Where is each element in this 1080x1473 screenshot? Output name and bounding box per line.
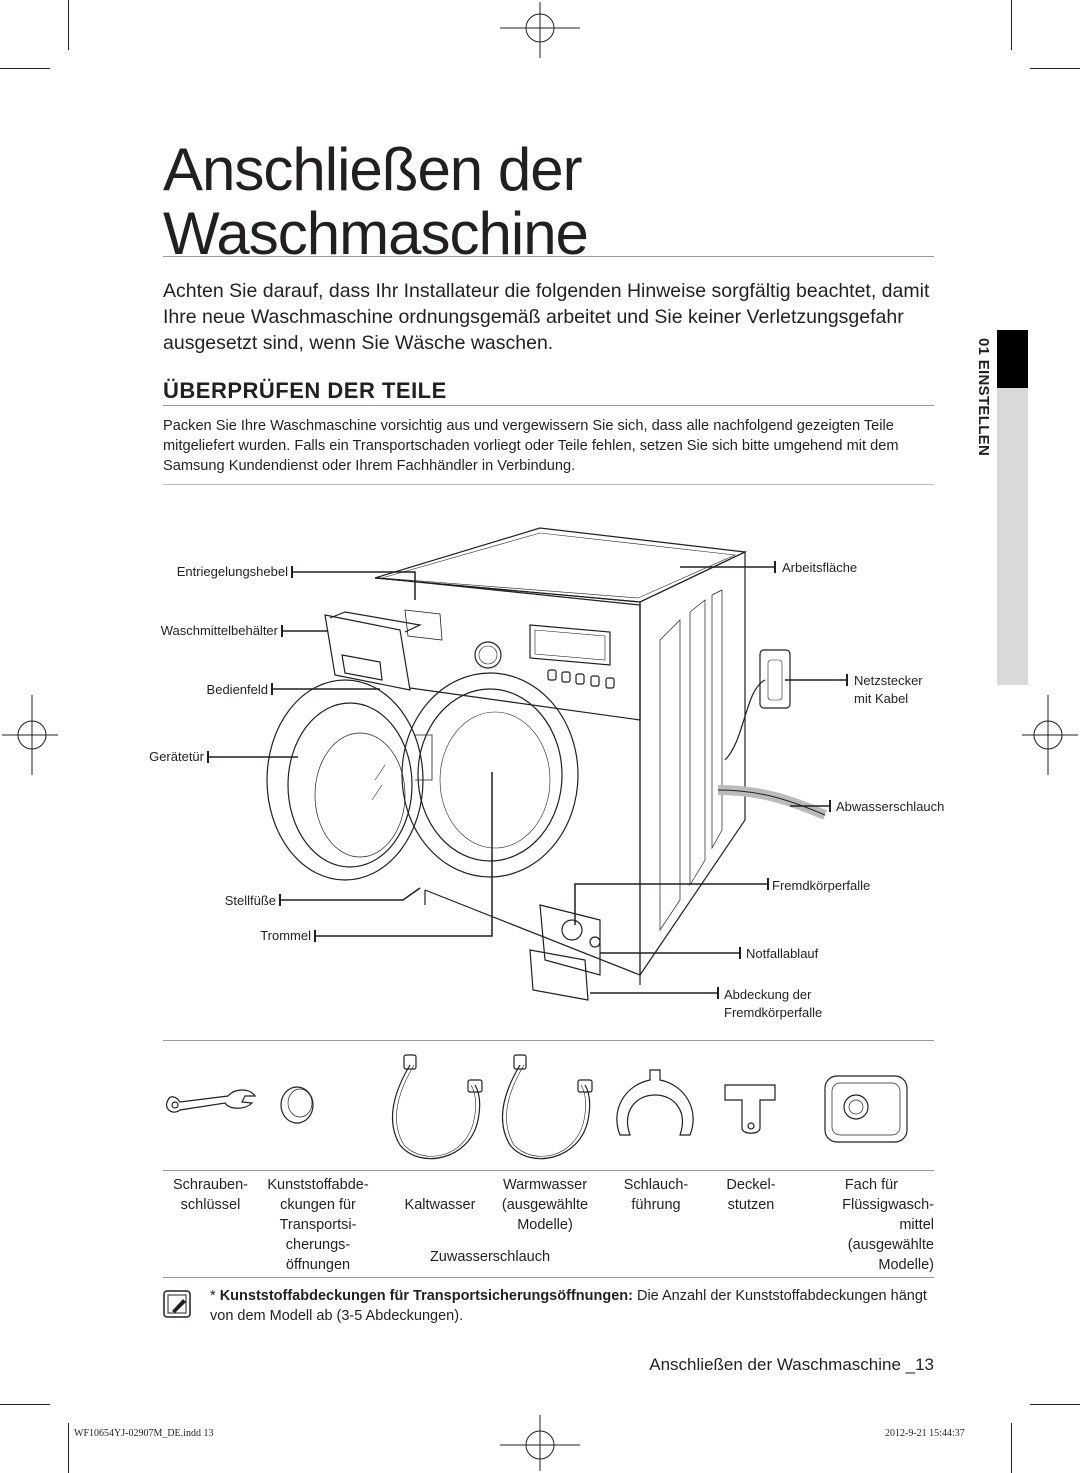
crop-mark: [1011, 1423, 1012, 1473]
registration-mark-bottom: [500, 1415, 580, 1471]
page-title: Anschließen der Waschmaschine: [163, 136, 589, 267]
part-fach: Fach für Flüssigwasch- mittel (ausgewähl…: [800, 1175, 934, 1275]
section-heading: ÜBERPRÜFEN DER TEILE: [163, 378, 447, 403]
note-rest: Die Anzahl der Kunststoffabdeckungen hän…: [210, 1288, 927, 1324]
part-fach-line-4: (ausgewählte: [847, 1237, 934, 1253]
label-bedienfeld: Bedienfeld: [206, 682, 268, 697]
part-fach-line-3: mittel: [899, 1217, 934, 1233]
label-netzstecker-line-2: mit Kabel: [854, 691, 909, 706]
note-text: * Kunststoffabdeckungen für Transportsic…: [210, 1286, 930, 1326]
part-kunststoffabdeckungen-line-3: Transportsi-: [279, 1217, 357, 1233]
label-waschmittelbehaelter: Waschmittelbehälter: [160, 623, 278, 638]
registration-mark-left: [2, 695, 58, 775]
part-kunststoffabdeckungen-line-4: cherungs-: [285, 1237, 351, 1253]
part-schraubenschluessel: Schrauben- schlüssel: [163, 1175, 258, 1215]
crop-mark: [0, 68, 50, 69]
part-deckelstutzen-line-1: Deckel-: [726, 1177, 776, 1193]
washing-machine-diagram: [207, 527, 848, 1001]
wrench-icon: [166, 1089, 257, 1113]
crop-mark: [1030, 68, 1080, 69]
part-zuwasserschlauch: Zuwasserschlauch: [429, 1249, 551, 1265]
lid-connector-icon: [724, 1084, 776, 1134]
title-rule: [163, 256, 934, 257]
part-warmwasser-line-2: (ausgewählte: [501, 1197, 589, 1213]
label-notfallablauf: Notfallablauf: [746, 946, 819, 961]
cold-hose-icon: [392, 1064, 481, 1160]
label-netzstecker-line-1: Netzstecker: [854, 673, 923, 688]
section-rule: [163, 405, 934, 406]
label-abdeckung-line-1: Abdeckung der: [724, 987, 812, 1002]
note-icon: [163, 1290, 191, 1318]
slug-left: WF10654YJ-02907M_DE.indd 13: [74, 1428, 214, 1439]
label-abdeckung-line-2: Fremdkörperfalle: [724, 1005, 823, 1020]
registration-mark-right: [1022, 695, 1078, 775]
hose-guide-icon: [616, 1069, 694, 1136]
label-geraetetuer: Gerätetür: [149, 749, 204, 764]
hot-hose-icon: [502, 1064, 591, 1160]
chapter-tab-label: 01 EINSTELLEN: [975, 338, 992, 457]
label-stellfuesse: Stellfüße: [224, 893, 276, 908]
label-arbeitsflaeche: Arbeitsfläche: [782, 560, 858, 575]
section-body: Packen Sie Ihre Waschmaschine vorsichtig…: [163, 418, 899, 474]
part-kunststoffabdeckungen-line-1: Kunststoffabde-: [267, 1177, 369, 1193]
note-star: *: [210, 1288, 216, 1304]
liquid-detergent-compartment-icon: [824, 1075, 908, 1143]
part-schraubenschluessel-line-2: schlüssel: [180, 1197, 241, 1213]
part-schlauchfuehrung: Schlauch- führung: [612, 1175, 700, 1215]
note-bold: Kunststoffabdeckungen für Transportsiche…: [219, 1288, 633, 1304]
crop-mark: [68, 0, 69, 50]
label-abdeckung: Abdeckung der Fremdkörperfalle: [724, 986, 822, 1022]
page-title-line-2: Waschmaschine: [163, 200, 589, 267]
label-trommel: Trommel: [260, 928, 311, 943]
part-fach-line-5: Modelle): [878, 1257, 934, 1273]
part-warmwasser-line-1: Warmwasser: [502, 1177, 588, 1193]
chapter-tab-marker: [997, 330, 1028, 388]
part-schlauchfuehrung-line-1: Schlauch-: [623, 1177, 689, 1193]
part-deckelstutzen-line-2: stutzen: [727, 1197, 775, 1213]
intro-paragraph: Achten Sie darauf, dass Ihr Installateur…: [163, 280, 930, 354]
part-fach-line-1: Fach für: [844, 1177, 898, 1193]
crop-mark: [1011, 0, 1012, 50]
registration-mark-top: [500, 2, 580, 58]
slug-right: 2012-9-21 15:44:37: [885, 1428, 965, 1439]
crop-mark: [0, 1404, 50, 1405]
crop-mark: [68, 1423, 69, 1473]
part-deckelstutzen: Deckel- stutzen: [706, 1175, 796, 1215]
part-warmwasser: Warmwasser (ausgewählte Modelle): [490, 1175, 600, 1235]
label-fremdkoerperfalle: Fremdkörperfalle: [772, 878, 871, 893]
parts-table: [163, 1170, 934, 1278]
page-title-line-1: Anschließen der: [163, 136, 583, 203]
diagram-rule: [163, 1040, 934, 1041]
parts-illustrations: [166, 1054, 908, 1160]
transport-cap-icon: [280, 1086, 314, 1124]
section-body-rule: [163, 484, 934, 485]
chapter-tab-bar: [997, 388, 1028, 685]
page-footer: Anschließen der Waschmaschine _13: [649, 1355, 934, 1374]
crop-mark: [1030, 1404, 1080, 1405]
part-fach-line-2: Flüssigwasch-: [842, 1197, 934, 1213]
part-kaltwasser: Kaltwasser: [404, 1197, 476, 1213]
part-kunststoffabdeckungen-line-2: ckungen für: [280, 1197, 356, 1213]
part-schlauchfuehrung-line-2: führung: [631, 1197, 681, 1213]
label-netzstecker: Netzstecker mit Kabel: [854, 672, 923, 708]
part-warmwasser-line-3: Modelle): [517, 1217, 573, 1233]
label-abwasserschlauch: Abwasserschlauch: [836, 799, 945, 814]
part-schraubenschluessel-line-1: Schrauben-: [173, 1177, 248, 1193]
part-kunststoffabdeckungen-line-5: öffnungen: [285, 1257, 351, 1273]
part-kunststoffabdeckungen: Kunststoffabde- ckungen für Transportsi-…: [258, 1175, 378, 1275]
label-entriegelungshebel: Entriegelungshebel: [176, 564, 288, 579]
